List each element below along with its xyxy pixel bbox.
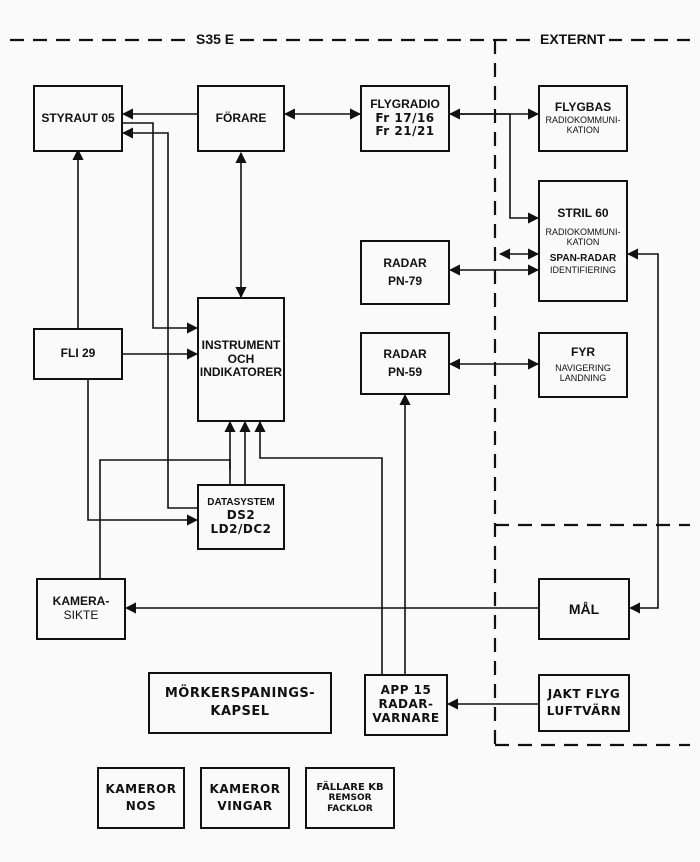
block-kameror-nos: KAMEROR NOS [97,767,185,829]
block-stril-line4: IDENTIFIERING [549,264,616,275]
block-fyr-line1: NAVIGERING [555,363,611,374]
wire-app-instrument [254,420,383,674]
block-styraut: STYRAUT 05 [33,85,123,152]
wire-datasystem-instrument-2 [99,459,231,578]
block-flygbas-title: FLYGBAS [554,100,612,115]
block-stril-line3: SPAN-RADAR [549,253,617,265]
block-radar79-title: RADAR [383,255,427,270]
block-fallare: FÄLLARE KB REMSOR FACKLOR [305,767,395,829]
block-morker: MÖRKERSPANINGS- KAPSEL [148,672,332,734]
block-jakt: JAKT FLYG LUFTVÄRN [538,674,630,732]
block-morker-line1: MÖRKERSPANINGS- [164,685,316,701]
block-datasystem-line2: LD2/DC2 [210,521,272,536]
block-radar59: RADAR PN-59 [360,332,450,395]
block-instrument-line2: OCH [227,351,255,366]
block-flygradio: FLYGRADIO Fr 17/16 Fr 21/21 [360,85,450,152]
block-forare: FÖRARE [197,85,285,152]
block-instrument-line1: INSTRUMENT [201,337,281,352]
block-jakt-line1: JAKT FLYG [547,686,621,701]
wire-fli-datasystem [87,380,199,526]
block-flygradio-title: FLYGRADIO [370,96,440,111]
block-app-line1: APP 15 [380,683,432,698]
block-fallare-line1: FÄLLARE KB [316,781,384,793]
block-app: APP 15 RADAR- VARNARE [364,674,448,736]
wire-styraut-instrument [123,122,199,334]
block-fyr: FYR NAVIGERING LANDNING [538,332,628,398]
block-kameror-vingar: KAMEROR VINGAR [200,767,290,829]
block-datasystem-title: DATASYSTEM [207,497,275,509]
block-app-line3: VARNARE [372,710,440,725]
block-stril-line2: KATION [566,236,600,247]
block-morker-line2: KAPSEL [210,703,270,719]
block-fyr-line2: LANDNING [559,373,607,384]
block-fallare-line3: FACKLOR [327,803,373,814]
block-app-line2: RADAR- [378,697,434,712]
wire-flygradio-stril [450,113,540,224]
block-kameror-vingar-line1: KAMEROR [209,781,281,796]
block-stril-line1: RADIOKOMMUNI- [545,226,621,237]
block-fallare-line2: REMSOR [328,793,372,804]
block-kamera: KAMERA- SIKTE [36,578,126,640]
wire-datasystem-styraut [121,127,197,509]
block-jakt-line2: LUFTVÄRN [546,703,622,718]
block-kameror-vingar-line2: VINGAR [217,798,273,813]
block-mal-title: MÅL [568,600,600,617]
block-flygbas-line1: RADIOKOMMUNI- [545,115,621,126]
wire-stril-mal [626,248,659,614]
block-radar59-line1: PN-59 [387,364,422,379]
block-forare-title: FÖRARE [215,110,267,125]
block-fli: FLI 29 [33,328,123,380]
header-s35e: S35 E [192,31,239,47]
block-instrument: INSTRUMENT OCH INDIKATORER [197,297,285,422]
block-radar59-title: RADAR [383,346,427,361]
block-flygbas-line2: KATION [566,125,600,136]
block-flygradio-line1: Fr 17/16 [375,110,435,125]
block-radar79: RADAR PN-79 [360,240,450,305]
block-styraut-title: STYRAUT 05 [41,110,115,125]
block-kamera-line2: SIKTE [63,608,99,622]
block-stril: STRIL 60 RADIOKOMMUNI- KATION SPAN-RADAR… [538,180,628,302]
block-kameror-nos-line2: NOS [125,798,157,813]
block-flygbas: FLYGBAS RADIOKOMMUNI- KATION [538,85,628,152]
block-mal: MÅL [538,578,630,640]
block-instrument-line3: INDIKATORER [199,365,283,380]
block-kamera-line1: KAMERA- [52,594,110,609]
header-externt: EXTERNT [536,31,610,47]
block-radar79-line1: PN-79 [387,273,422,288]
block-stril-title: STRIL 60 [557,205,609,220]
block-kameror-nos-line1: KAMEROR [105,781,177,796]
block-fyr-title: FYR [571,345,595,360]
block-datasystem-line1: DS2 [226,507,256,522]
block-fli-title: FLI 29 [60,346,96,361]
block-datasystem: DATASYSTEM DS2 LD2/DC2 [197,484,285,550]
block-flygradio-line2: Fr 21/21 [375,124,435,139]
